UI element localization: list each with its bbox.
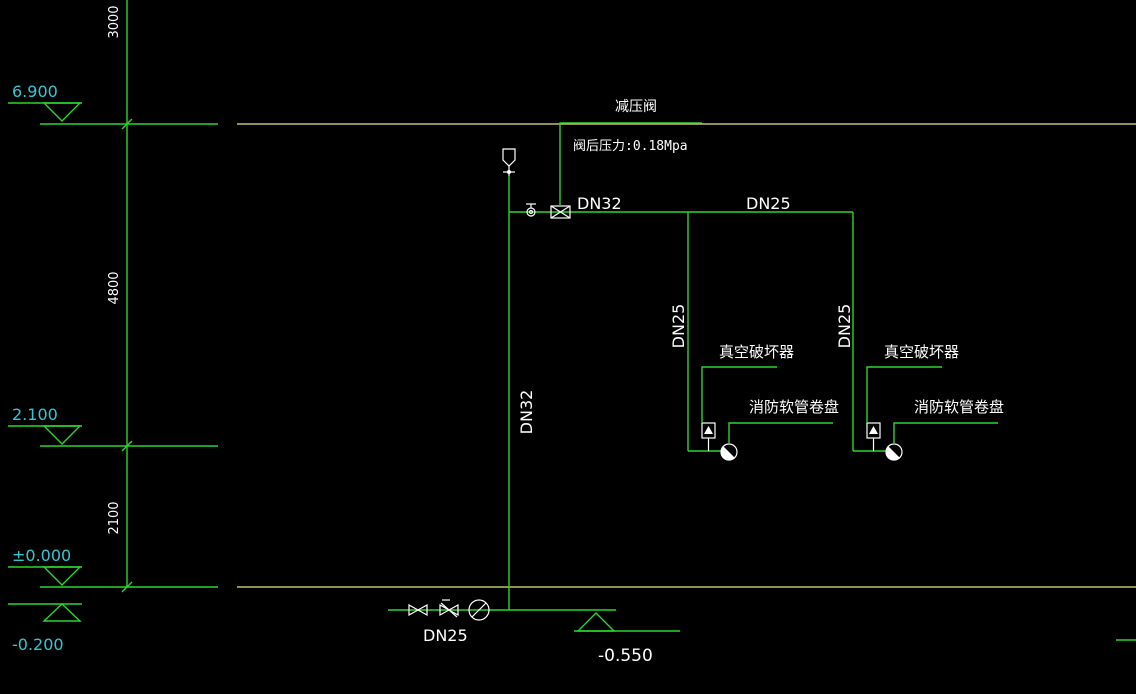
hose-reel-icon-1: [720, 443, 738, 461]
vacuum-breaker-1-label: 真空破坏器: [719, 343, 794, 361]
drop-2-size-label: DN25: [835, 304, 854, 349]
elevation-text-0000: ±0.000: [12, 546, 71, 565]
hose-reel-2-label: 消防软管卷盘: [914, 398, 1004, 416]
inlet-size-label: DN25: [423, 626, 468, 645]
hose-reel-1-leader: [728, 422, 833, 444]
dimension-text-top: 3000: [107, 5, 122, 38]
elevation-marker-6900: [8, 102, 82, 122]
vacuum-breaker-2-label: 真空破坏器: [884, 343, 959, 361]
hose-reel-icon-2: [885, 443, 903, 461]
prv-name-label: 减压阀: [615, 99, 657, 115]
elevation-marker-minus-0550: [574, 612, 680, 632]
prv-pressure-label: 阀后压力:0.18Mpa: [573, 139, 688, 154]
hose-reel-2-leader: [893, 422, 998, 444]
elevation-text-minus-0550: -0.550: [598, 646, 653, 666]
riser-size-label: DN32: [517, 390, 536, 435]
branch-header-size-label: DN25: [746, 194, 791, 213]
elevation-text-minus-0200: -0.200: [12, 635, 64, 654]
dimension-text-middle: 4800: [107, 271, 122, 304]
elevation-text-6900: 6.900: [12, 82, 58, 101]
vacuum-breaker-1-leader: [701, 366, 777, 423]
gate-valve-icon: [408, 603, 428, 617]
elevation-text-2100: 2.100: [12, 405, 58, 424]
vacuum-breaker-icon-1: [701, 422, 716, 451]
hose-reel-1-label: 消防软管卷盘: [749, 398, 839, 416]
branch-main-size-label: DN32: [577, 194, 622, 213]
dimension-chain: [40, 0, 218, 593]
dimension-text-bottom: 2100: [107, 501, 122, 534]
elevation-marker-0000: [8, 566, 82, 586]
check-valve-icon: [439, 599, 459, 618]
vacuum-breaker-2-leader: [866, 366, 942, 423]
air-vent-icon: [502, 148, 516, 176]
elevation-marker-minus-0200: [8, 603, 82, 622]
water-meter-icon: [468, 599, 490, 621]
pressure-gauge-icon: [526, 203, 536, 217]
drop-1-size-label: DN25: [669, 304, 688, 349]
prv-leader-line: [559, 122, 702, 206]
elevation-marker-2100: [8, 425, 82, 445]
vacuum-breaker-icon-2: [866, 422, 881, 451]
